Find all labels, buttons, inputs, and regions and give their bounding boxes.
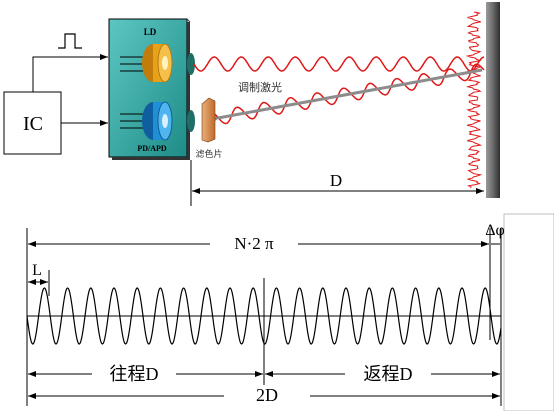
returning-modulated-wave [205,63,485,125]
distance-label: D [330,171,342,190]
receiver-lens [187,110,195,132]
target-wall [486,2,500,198]
phase-remainder-label: Δφ [485,222,505,239]
modulated-laser-label: 调制激光 [238,80,282,94]
emitter-lens [187,53,195,75]
ic-label: IC [23,113,43,135]
phase-sine-wave [26,287,502,345]
wavelength-label: L [32,262,42,279]
ld-laser-diode-icon [120,43,173,83]
ld-label: LD [144,27,157,37]
total-distance-label: 2D [256,385,278,405]
right-panel [503,213,554,411]
pd-photodiode-icon [120,101,173,141]
forward-label: 往程D [110,364,159,384]
optical-filter-icon [201,97,216,143]
return-beam-arrow [207,68,483,125]
filter-label: 滤色片 [195,148,222,159]
pulse-signal-icon [58,33,82,49]
pd-apd-label: PD/APD [137,144,167,153]
scatter-reflection-icon [465,11,483,189]
ic-box [3,91,62,155]
outgoing-modulated-wave [193,56,485,72]
total-phase-label: N·2 π [234,234,274,253]
ic-to-ld-line [32,54,108,92]
return-label: 返程D [364,364,413,384]
